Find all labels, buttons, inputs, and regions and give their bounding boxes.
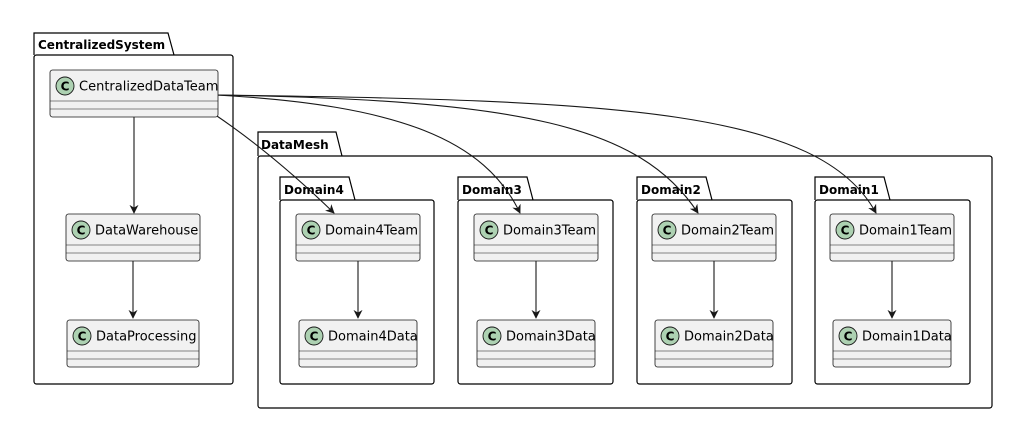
class-c-icon: C (304, 326, 324, 346)
class-name: DataProcessing (96, 330, 196, 345)
package-label-domain1: Domain1 (819, 183, 879, 197)
svg-text:C: C (485, 224, 494, 238)
class-domain3-team[interactable]: C Domain3Team (473, 213, 599, 262)
class-data-processing[interactable]: C DataProcessing (66, 319, 200, 368)
class-name: Domain1Data (862, 330, 952, 345)
edge-centralizeddatateam-domain2team (215, 94, 699, 214)
class-c-icon: C (71, 220, 91, 240)
svg-text:C: C (61, 80, 70, 94)
class-name: DataWarehouse (95, 224, 198, 239)
class-name: Domain4Team (325, 224, 418, 239)
svg-text:C: C (488, 330, 497, 344)
svg-text:C: C (307, 224, 316, 238)
class-name: Domain2Data (684, 330, 774, 345)
package-label-centralized-system: CentralizedSystem (38, 38, 165, 52)
class-name: Domain3Team (503, 224, 596, 239)
svg-text:C: C (77, 224, 86, 238)
svg-text:C: C (666, 330, 675, 344)
class-c-icon: C (660, 326, 680, 346)
class-name: Domain4Data (328, 330, 418, 345)
class-name: Domain3Data (506, 330, 596, 345)
svg-text:C: C (310, 330, 319, 344)
class-c-icon: C (657, 220, 677, 240)
edge-centralizeddatateam-domain4team (213, 113, 335, 214)
svg-text:C: C (841, 224, 850, 238)
svg-text:C: C (78, 330, 87, 344)
svg-text:C: C (844, 330, 853, 344)
class-data-warehouse[interactable]: C DataWarehouse (65, 213, 201, 262)
package-domain4: Domain4 (279, 176, 435, 385)
class-domain2-data[interactable]: C Domain2Data (654, 319, 774, 368)
class-name: Domain1Team (859, 224, 952, 239)
edge-centralizeddatateam-domain3team (215, 94, 521, 214)
package-domain3: Domain3 (457, 176, 614, 385)
class-c-icon: C (835, 220, 855, 240)
package-label-domain4: Domain4 (284, 183, 344, 197)
class-domain3-data[interactable]: C Domain3Data (476, 319, 596, 368)
package-label-datamesh: DataMesh (261, 138, 329, 152)
class-name: CentralizedDataTeam (79, 80, 218, 95)
class-c-icon: C (301, 220, 321, 240)
class-c-icon: C (55, 76, 75, 96)
class-domain4-team[interactable]: C Domain4Team (295, 213, 421, 262)
class-c-icon: C (479, 220, 499, 240)
class-domain4-data[interactable]: C Domain4Data (298, 319, 418, 368)
package-domain2: Domain2 (636, 176, 793, 385)
package-domain1: Domain1 (814, 176, 971, 385)
class-name: Domain2Team (681, 224, 774, 239)
class-domain2-team[interactable]: C Domain2Team (651, 213, 777, 262)
package-label-domain2: Domain2 (641, 183, 701, 197)
class-domain1-data[interactable]: C Domain1Data (832, 319, 952, 368)
class-c-icon: C (482, 326, 502, 346)
relations (128, 94, 897, 319)
package-datamesh: DataMesh (257, 131, 993, 409)
package-centralized-system: CentralizedSystem (33, 32, 234, 385)
class-c-icon: C (838, 326, 858, 346)
class-centralized-data-team[interactable]: C CentralizedDataTeam (49, 69, 218, 118)
class-domain1-team[interactable]: C Domain1Team (829, 213, 955, 262)
class-c-icon: C (72, 326, 92, 346)
edge-centralizeddatateam-domain1team (215, 94, 877, 214)
package-label-domain3: Domain3 (462, 183, 522, 197)
svg-text:C: C (663, 224, 672, 238)
